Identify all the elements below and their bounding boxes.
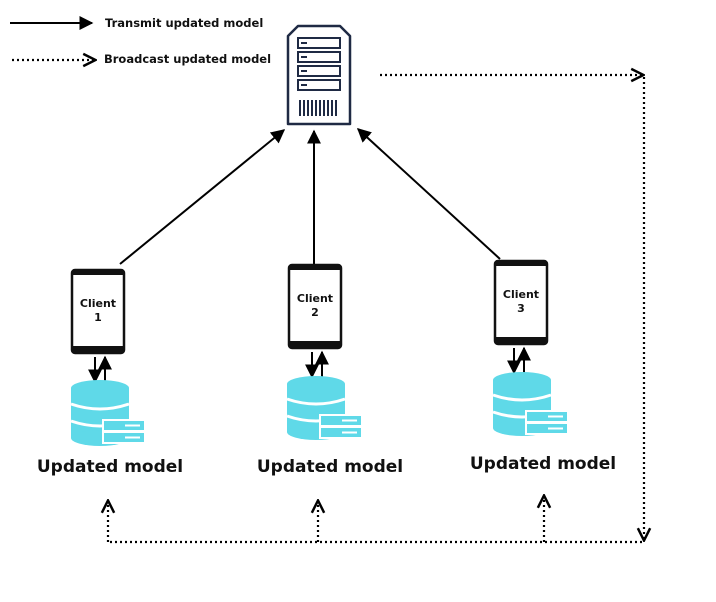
legend-transmit-label: Transmit updated model [105,16,264,30]
broadcast-path [108,75,644,544]
client-2-label: Client 2 [288,292,342,320]
client-3-model-label: Updated model [469,454,617,474]
server-rack-icon [286,24,352,126]
client-2-name: Client [296,292,334,305]
phone-icon-client-2 [287,263,343,350]
sync-arrows-client-3 [507,346,531,375]
client-3-number: 3 [517,302,525,315]
transmit-arrow-client-1 [119,129,286,265]
sync-arrows-client-1 [88,355,112,384]
client-1-name: Client [79,297,117,310]
client-1-model-label: Updated model [36,457,184,477]
client-2-number: 2 [311,306,319,319]
client-3-name: Client [502,288,540,301]
client-1-label: Client 1 [71,297,125,325]
database-icon-client-2 [286,376,363,440]
phone-icon-client-3 [493,259,549,346]
client-2-model-label: Updated model [256,457,404,477]
client-3-label: Client 3 [494,288,548,316]
sync-arrows-client-2 [305,350,329,379]
database-icon-client-1 [70,380,146,446]
database-icon-client-3 [492,372,569,436]
client-1-number: 1 [94,311,102,324]
legend-broadcast-label: Broadcast updated model [104,52,272,66]
phone-icon-client-1 [70,268,126,355]
transmit-arrow-client-3 [356,128,501,260]
